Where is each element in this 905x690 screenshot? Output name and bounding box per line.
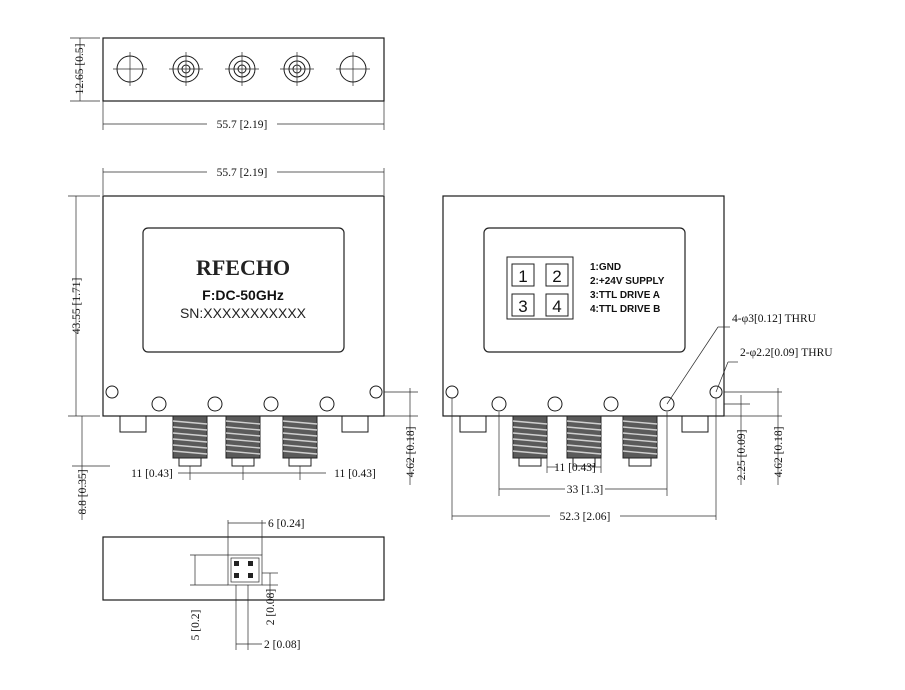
- rear-pitch-dim: 11 [0.43]: [554, 462, 596, 474]
- side-pins: [234, 561, 253, 578]
- pin-box-3: [511, 293, 535, 317]
- rear-span-dim: 33 [1.3]: [567, 484, 603, 496]
- side-pin-inner: [230, 557, 260, 583]
- side-pin-block: [227, 554, 263, 586]
- top-view-body: [102, 37, 385, 102]
- pin-box-4: [545, 293, 569, 317]
- side-view-body: [102, 536, 385, 601]
- top-port-4: [280, 52, 314, 86]
- side-view: 6 [0.24] 5 [0.2] 2 [0.08] 2 [0.08]: [102, 518, 385, 651]
- holes-thru-label: 4-φ3[0.12] THRU: [732, 313, 817, 325]
- pin-legend-1: 1:GND: [590, 262, 621, 273]
- front-right-dim: 4.62 [0.18]: [405, 427, 417, 478]
- front-pin-left: [119, 415, 147, 433]
- rear-hole: [491, 396, 507, 412]
- thread-lines: [172, 420, 318, 455]
- rear-pin-right: [681, 415, 709, 433]
- side-width-dim: 6 [0.24]: [268, 518, 304, 530]
- pin-box-1: [511, 263, 535, 287]
- top-view: 12.65 [0.5] 55.7 [2.19]: [70, 37, 385, 131]
- side-left-dim: 5 [0.2]: [190, 610, 202, 641]
- rear-hole: [659, 396, 675, 412]
- holes-thru-small-label: 2-φ2.2[0.09] THRU: [740, 347, 833, 359]
- pin-1-label: 1: [518, 267, 527, 286]
- pin-block: [506, 256, 574, 320]
- brand-label: RFECHO: [196, 255, 290, 280]
- front-hole: [263, 396, 279, 412]
- top-height-dim: 12.65 [0.5]: [74, 44, 86, 95]
- front-bottom-dim: 8.8 [0.35]: [77, 469, 89, 514]
- front-hole: [319, 396, 335, 412]
- pin-4-label: 4: [552, 297, 561, 316]
- front-mount-hole: [105, 385, 119, 399]
- frequency-label: F:DC-50GHz: [202, 287, 284, 303]
- rear-holes-span-dim: 52.3 [2.06]: [560, 511, 611, 523]
- rear-view: 1 2 3 4 1:GND 2:+24V SUPPLY 3:TTL DRIVE …: [442, 195, 833, 523]
- top-port-5: [336, 52, 370, 86]
- top-width-dim: 55.7 [2.19]: [217, 119, 268, 131]
- side-bottom-dim: 2 [0.08]: [264, 639, 300, 651]
- rear-hole: [547, 396, 563, 412]
- front-hole: [151, 396, 167, 412]
- rear-pin-left: [459, 415, 487, 433]
- pitch-right-dim: 11 [0.43]: [334, 468, 376, 480]
- top-port-3: [225, 52, 259, 86]
- front-hole: [207, 396, 223, 412]
- side-right-vertical-dim: 2 [0.08]: [265, 589, 277, 625]
- serial-label: SN:XXXXXXXXXXX: [180, 305, 307, 321]
- front-height-dim: 43.55 [1.71]: [71, 278, 83, 335]
- pin-box-2: [545, 263, 569, 287]
- pin-legend-4: 4:TTL DRIVE B: [590, 304, 660, 315]
- top-port-1: [113, 52, 147, 86]
- rear-offset-dim: 2.25 [0.09]: [736, 430, 748, 481]
- pin-legend-2: 2:+24V SUPPLY: [590, 276, 665, 287]
- front-mount-hole: [369, 385, 383, 399]
- pin-3-label: 3: [518, 297, 527, 316]
- front-pin-right: [341, 415, 369, 433]
- front-label-panel: [142, 227, 345, 353]
- front-width-dim: 55.7 [2.19]: [217, 167, 268, 179]
- pitch-left-dim: 11 [0.43]: [131, 468, 173, 480]
- pin-legend-3: 3:TTL DRIVE A: [590, 290, 660, 301]
- front-view: 55.7 [2.19] RFECHO F:DC-50GHz SN:XXXXXXX…: [68, 167, 418, 520]
- pin-2-label: 2: [552, 267, 561, 286]
- rear-right-dim: 4.62 [0.18]: [773, 427, 785, 478]
- rear-thread-lines: [512, 420, 658, 455]
- rear-hole: [603, 396, 619, 412]
- top-port-2: [169, 52, 203, 86]
